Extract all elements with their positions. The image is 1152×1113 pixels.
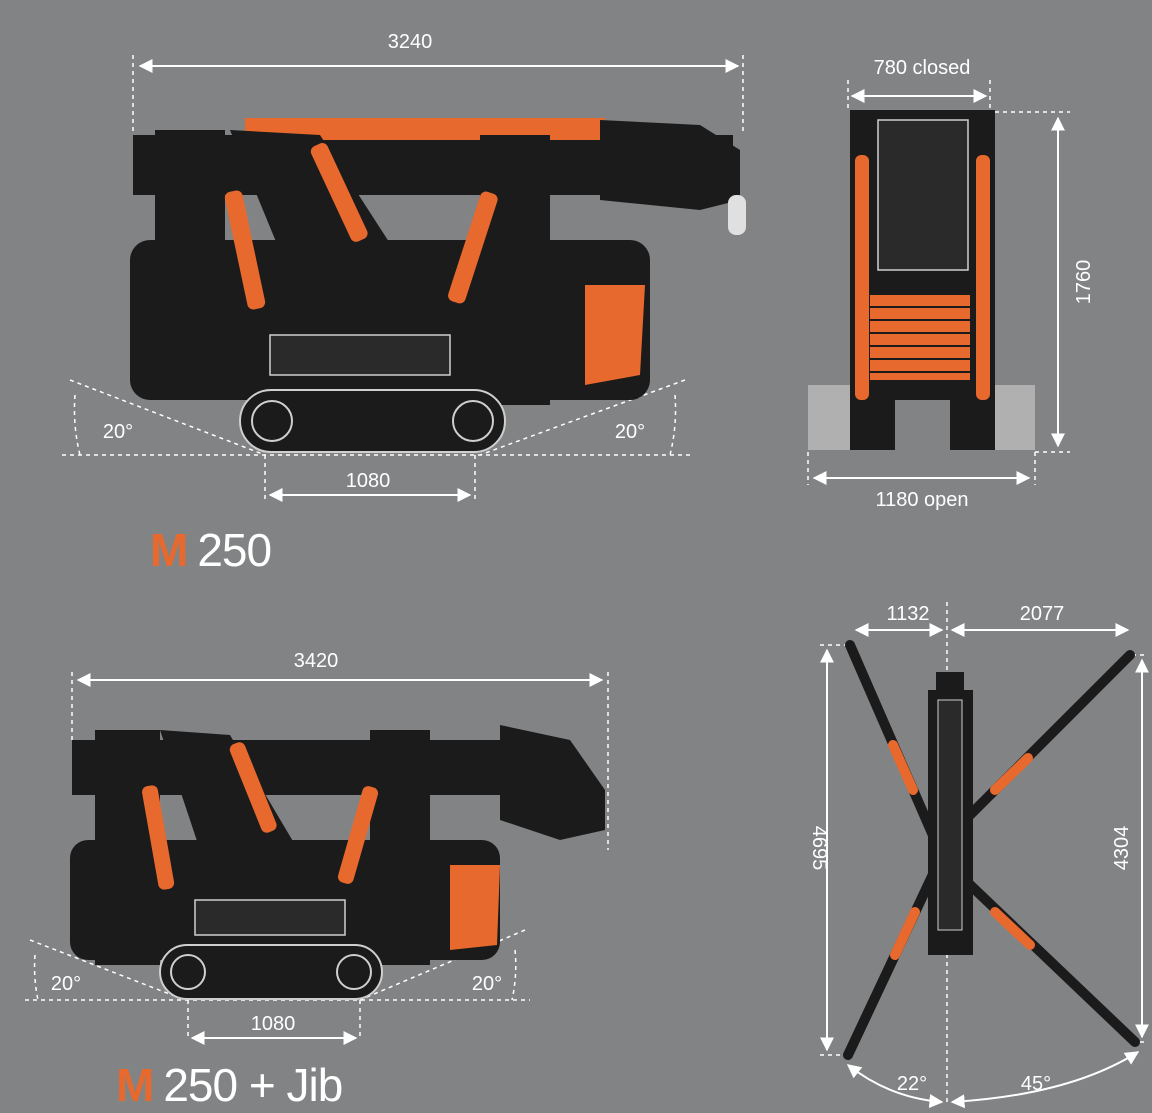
model-number: 250 <box>197 524 272 576</box>
dim-track-width: 1080 <box>346 470 391 492</box>
dim-height: 1760 <box>1073 260 1095 305</box>
brand-letter: M <box>150 524 188 576</box>
dim-jib-angle-left: 20° <box>51 973 81 995</box>
dim-width-open: 1180 open <box>875 489 968 511</box>
crane-front-silhouette <box>850 110 995 450</box>
crane-jib-silhouette <box>70 725 605 1000</box>
ground-pad-left <box>808 385 853 450</box>
model-number-jib: 250 + Jib <box>163 1059 343 1111</box>
dim-width-closed: 780 closed <box>874 57 971 79</box>
dim-jib-track-width: 1080 <box>251 1013 296 1035</box>
dim-outrigger-angle-left: 22° <box>897 1073 927 1095</box>
dim-angle-left: 20° <box>103 421 133 443</box>
outrigger-plan-view: 1132 2077 4695 4304 22° 45° <box>808 602 1149 1109</box>
dim-right-span: 2077 <box>1020 603 1065 625</box>
ground-pad-right <box>990 385 1035 450</box>
front-view: 780 closed 1760 1180 open <box>807 57 1095 511</box>
side-view-m250-jib: 3420 1080 20° 20° <box>25 650 609 1045</box>
dim-angle-right: 20° <box>615 421 645 443</box>
dim-jib-length: 3420 <box>294 650 339 672</box>
arc-angle-right <box>950 1051 1140 1109</box>
arc-angle-left <box>846 1064 944 1109</box>
dim-left-span: 1132 <box>886 603 929 625</box>
side-view-m250: 3240 1080 20° 20° <box>62 31 746 502</box>
dim-outrigger-angle-right: 45° <box>1021 1073 1051 1095</box>
dim-total-length: 4695 <box>808 826 830 871</box>
brand-letter-jib: M <box>116 1059 154 1111</box>
crane-side-silhouette <box>130 118 746 453</box>
dim-jib-angle-right: 20° <box>472 973 502 995</box>
dim-right-length: 4304 <box>1111 826 1133 871</box>
dim-length: 3240 <box>388 31 433 53</box>
outrigger-silhouette <box>843 640 1140 1060</box>
